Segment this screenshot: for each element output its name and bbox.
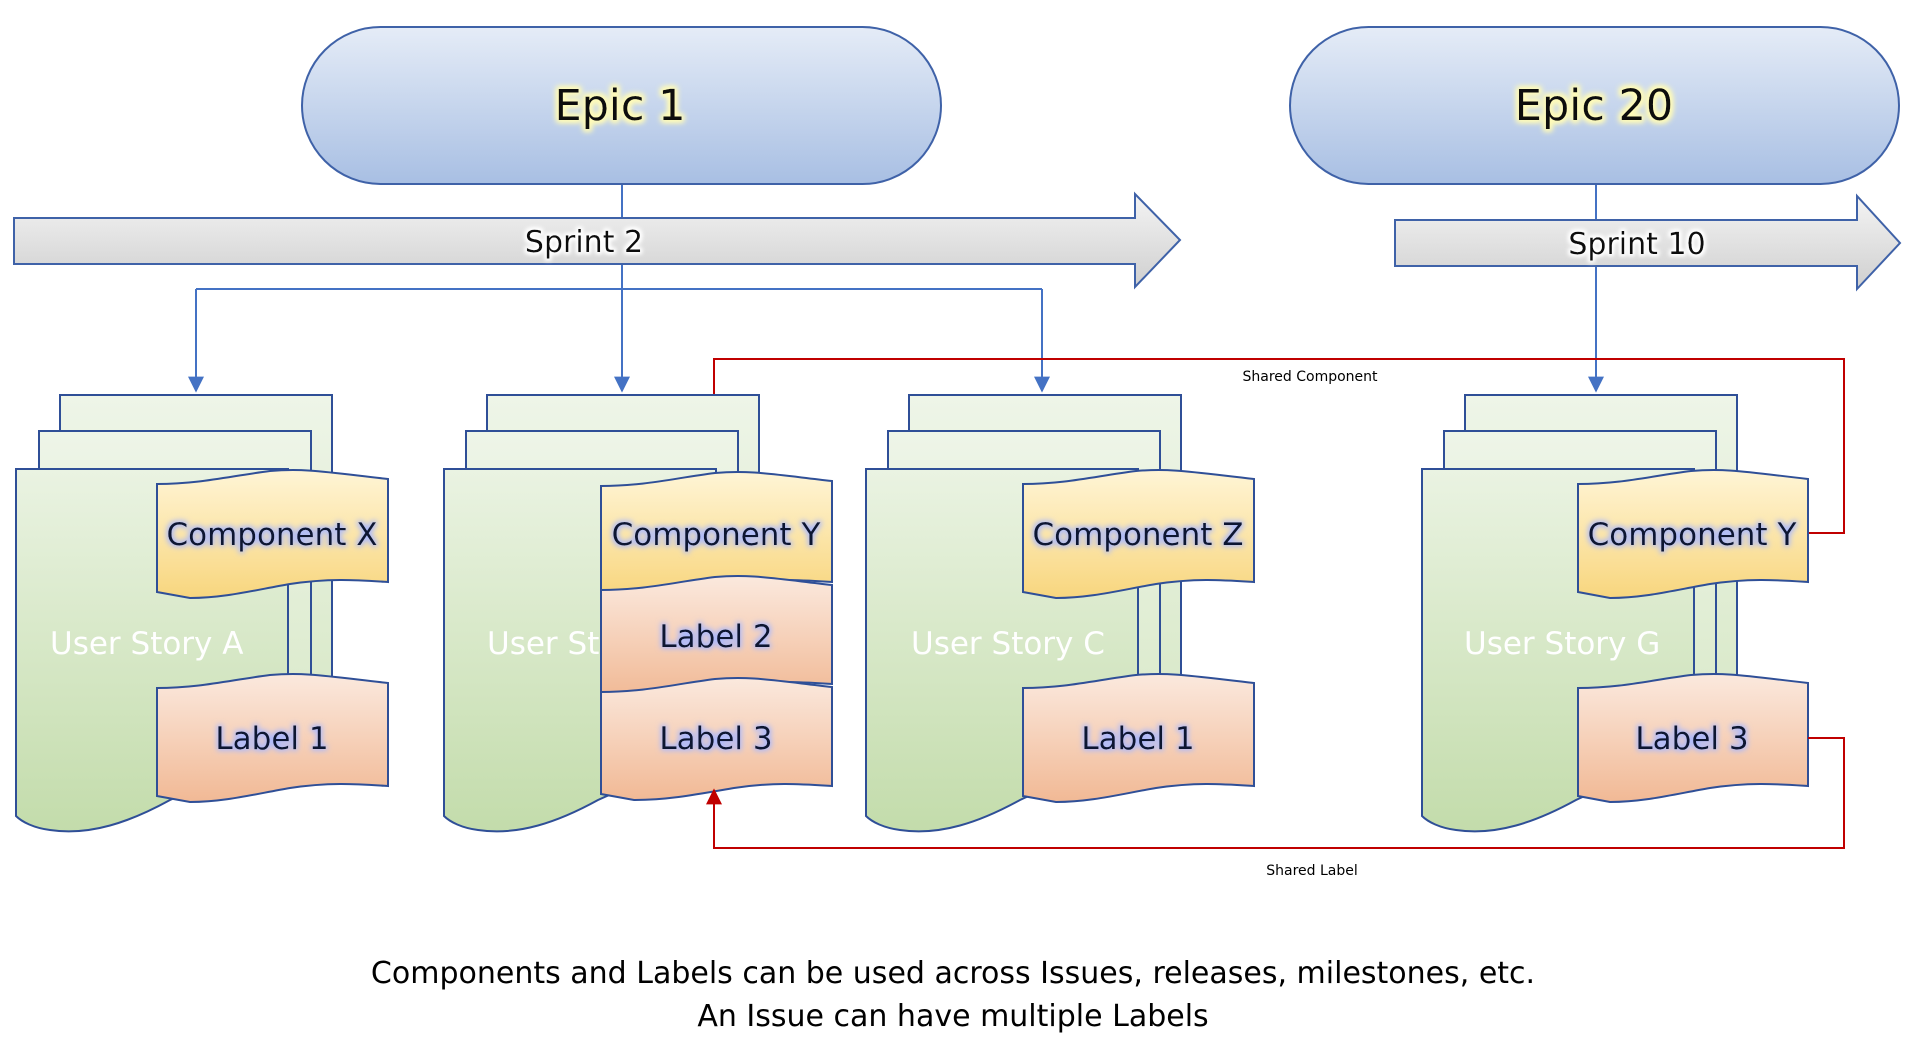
epic-1: Epic 1 <box>301 26 942 185</box>
story-b-component-label: Component Y <box>612 517 821 553</box>
epic-1-connectors <box>188 184 1050 393</box>
story-group-b: User Sto Component Y Label 2 Label 3 <box>443 394 833 833</box>
epic-1-label: Epic 1 <box>554 81 685 131</box>
caption: Components and Labels can be used across… <box>0 952 1906 1038</box>
story-b-label-2: Label 2 <box>659 619 772 655</box>
sprint-2-arrow <box>13 191 1182 290</box>
story-g-component-label: Component Y <box>1588 517 1797 553</box>
shared-label-connector <box>706 737 1845 849</box>
story-c-component-tag <box>1022 469 1255 600</box>
story-a-label-tag <box>156 673 389 804</box>
story-c-label-tag <box>1022 673 1255 804</box>
story-a-label-1: Label 1 <box>215 721 328 757</box>
story-g-label-3: Label 3 <box>1635 721 1748 757</box>
caption-line-2: An Issue can have multiple Labels <box>697 999 1209 1034</box>
story-b-label-3: Label 3 <box>659 721 772 757</box>
story-group-g: User Story G Component Y Label 3 <box>1421 394 1809 833</box>
epic-20: Epic 20 <box>1289 26 1900 185</box>
shared-label-label: Shared Label <box>1266 863 1358 879</box>
story-c-label: User Story C <box>911 626 1105 662</box>
story-a-component-label: Component X <box>166 517 377 553</box>
epic-20-label: Epic 20 <box>1515 81 1673 131</box>
caption-line-1: Components and Labels can be used across… <box>370 956 1536 991</box>
sprint-10: Sprint 10 <box>1394 193 1902 292</box>
epic-20-shape <box>1289 26 1900 185</box>
story-b-label: User Sto <box>487 626 618 662</box>
sprint-10-label: Sprint 10 <box>1568 227 1705 262</box>
epic-1-shape <box>301 26 942 185</box>
sprint-2: Sprint 2 <box>13 191 1182 290</box>
shared-label-line <box>706 737 1845 849</box>
story-g-label: User Story G <box>1464 626 1660 662</box>
story-g-label-tag <box>1577 673 1809 804</box>
story-g-component-tag <box>1577 469 1809 600</box>
sprint-10-arrow <box>1394 193 1902 292</box>
story-a-component-tag <box>156 469 389 600</box>
story-b-label-3-tag <box>600 677 833 802</box>
story-c-label-1: Label 1 <box>1081 721 1194 757</box>
story-a-label: User Story A <box>50 626 243 662</box>
story-group-a: User Story A Component X Label 1 <box>15 394 389 833</box>
shared-component-label: Shared Component <box>1242 369 1378 385</box>
story-c-component-label: Component Z <box>1032 517 1243 553</box>
story-group-c: User Story C Component Z Label 1 <box>865 394 1255 833</box>
sprint-2-label: Sprint 2 <box>525 225 643 260</box>
